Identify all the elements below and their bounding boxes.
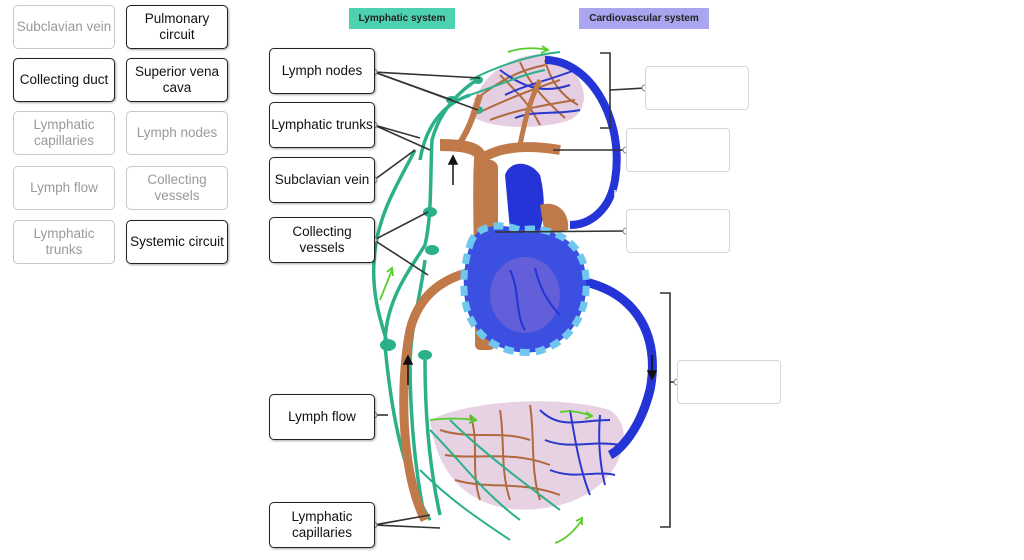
bank-item-systemic-circuit[interactable]: Systemic circuit xyxy=(126,220,228,264)
drop-target-4[interactable] xyxy=(677,360,781,404)
heart xyxy=(460,163,590,356)
lymph-node-markers xyxy=(380,76,483,360)
drop-target-2[interactable] xyxy=(626,128,730,172)
placed-label-collecting-vessels[interactable]: Collecting vessels xyxy=(269,217,375,263)
bank-item-lymphatic-capillaries[interactable]: Lymphatic capillaries xyxy=(13,111,115,155)
placed-label-lymphatic-capillaries[interactable]: Lymphatic capillaries xyxy=(269,502,375,548)
cardiovascular-header-bg xyxy=(579,8,709,29)
bank-item-collecting-vessels[interactable]: Collecting vessels xyxy=(126,166,228,210)
right-leader-lines xyxy=(494,52,677,528)
bank-item-lymph-nodes[interactable]: Lymph nodes xyxy=(126,111,228,155)
lymphatic-header-bg xyxy=(349,8,455,29)
label-leader-lines xyxy=(373,71,481,529)
bank-item-lymphatic-trunks[interactable]: Lymphatic trunks xyxy=(13,220,115,264)
cardiovascular-system-header: Cardiovascular system xyxy=(589,12,699,24)
bank-item-pulmonary-circuit[interactable]: Pulmonary circuit xyxy=(126,5,228,49)
placed-label-lymph-flow[interactable]: Lymph flow xyxy=(269,394,375,440)
flow-arrows xyxy=(402,154,658,385)
placed-label-subclavian-vein[interactable]: Subclavian vein xyxy=(269,157,375,203)
bank-item-superior-vena-cava[interactable]: Superior vena cava xyxy=(126,58,228,102)
placed-label-lymph-nodes[interactable]: Lymph nodes xyxy=(269,48,375,94)
placed-label-lymphatic-trunks[interactable]: Lymphatic trunks xyxy=(269,102,375,148)
bank-item-subclavian-vein[interactable]: Subclavian vein xyxy=(13,5,115,49)
bank-item-lymph-flow[interactable]: Lymph flow xyxy=(13,166,115,210)
lower-capillary-bed xyxy=(419,401,624,541)
bank-item-collecting-duct[interactable]: Collecting duct xyxy=(13,58,115,102)
green-flow-arrows xyxy=(379,45,594,544)
pulmonary-vein xyxy=(544,56,621,229)
drop-target-3[interactable] xyxy=(626,209,730,253)
lymphatic-system-header: Lymphatic system xyxy=(358,12,446,24)
drop-target-1[interactable] xyxy=(645,66,749,110)
